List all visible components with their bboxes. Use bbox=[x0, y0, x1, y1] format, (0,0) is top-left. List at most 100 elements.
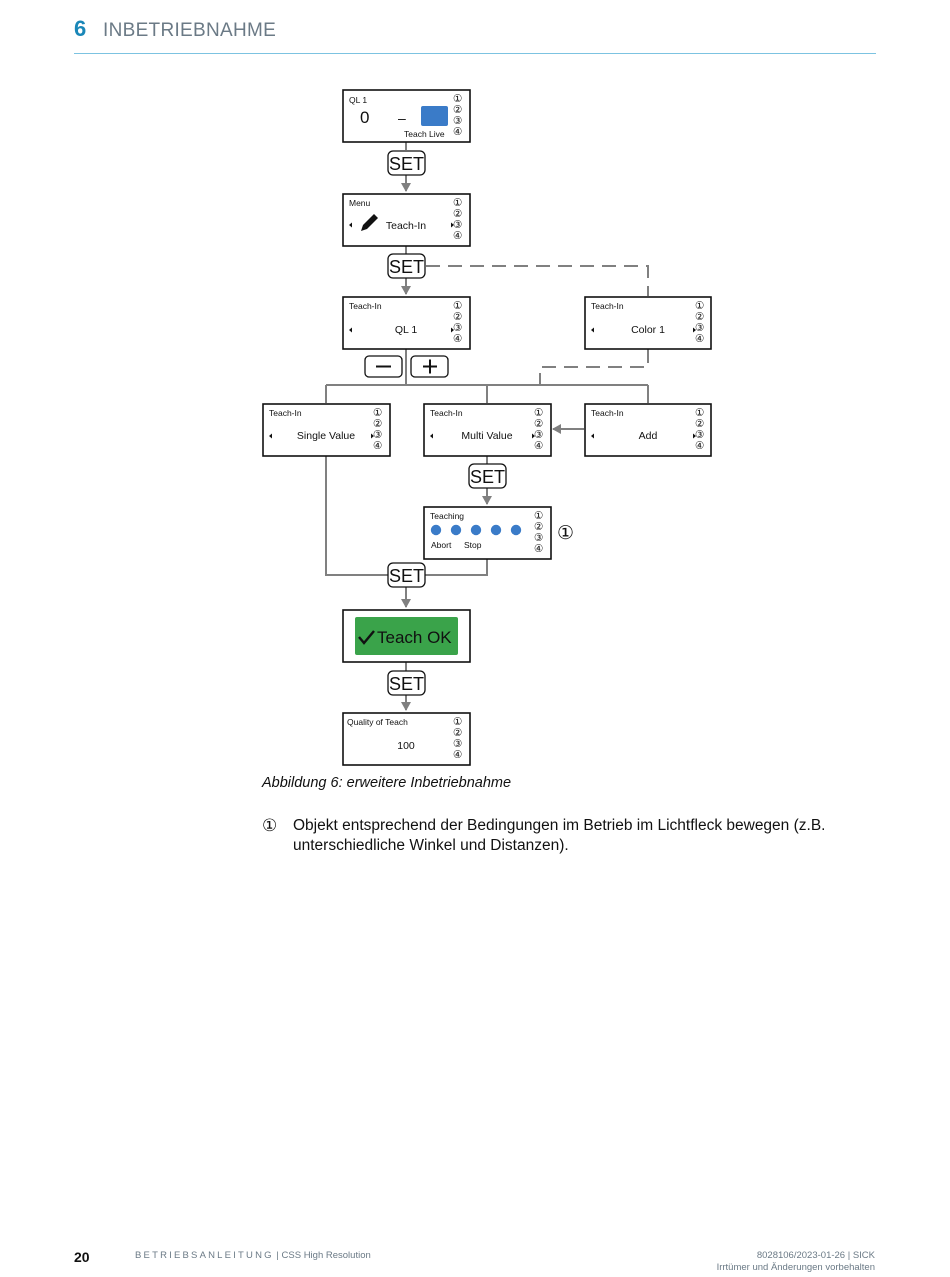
set-button[interactable]: SET bbox=[387, 150, 426, 176]
disclaimer: Irrtümer und Änderungen vorbehalten bbox=[716, 1262, 875, 1273]
display-title: Teach-In bbox=[349, 301, 382, 311]
page-header: 6 INBETRIEBNAHME bbox=[74, 16, 876, 54]
indicator-4: ④ bbox=[695, 440, 704, 452]
indicator-4: ④ bbox=[453, 333, 462, 345]
set-button[interactable]: SET bbox=[468, 463, 507, 489]
svg-text:SET: SET bbox=[389, 674, 424, 694]
display-value: Add bbox=[639, 430, 658, 442]
display-title: Menu bbox=[349, 198, 371, 208]
arrow-left-icon bbox=[349, 327, 352, 333]
indicator-2: ② bbox=[453, 727, 462, 739]
indicator-3: ③ bbox=[453, 322, 462, 334]
page-number: 20 bbox=[74, 1249, 90, 1265]
display-teachin-add: Teach-In Add ① ② ③ ④ bbox=[584, 403, 712, 457]
indicator-3: ③ bbox=[695, 429, 704, 441]
display-teachin-color: Teach-In Color 1 ① ② ③ ④ bbox=[584, 296, 712, 350]
progress-dot bbox=[510, 524, 522, 536]
display-value: 100 bbox=[397, 740, 415, 752]
checkmark-icon bbox=[358, 630, 375, 645]
indicator-1: ① bbox=[534, 407, 543, 419]
display-teachin-single-value: Teach-In Single Value ① ② ③ ④ bbox=[262, 403, 391, 457]
indicator-3: ③ bbox=[695, 322, 704, 334]
indicator-3: ③ bbox=[453, 738, 462, 750]
product-name: CSS High Resolution bbox=[281, 1250, 371, 1261]
display-title: Quality of Teach bbox=[347, 717, 408, 727]
display-value: Teach-In bbox=[386, 220, 426, 232]
display-teachin-multi-value: Teach-In Multi Value ① ② ③ ④ bbox=[423, 403, 552, 457]
signal-level-bar bbox=[421, 106, 448, 126]
display-menu: Menu Teach-In ① ② ③ ④ bbox=[342, 193, 471, 247]
progress-dot bbox=[470, 524, 482, 536]
display-title: QL 1 bbox=[349, 95, 367, 105]
indicator-2: ② bbox=[453, 208, 462, 220]
abort-label: Abort bbox=[431, 540, 452, 550]
svg-text:SET: SET bbox=[389, 154, 424, 174]
teach-ok-label: Teach OK bbox=[377, 628, 452, 647]
legend-text: Objekt entsprechend der Bedingungen im B… bbox=[293, 817, 826, 854]
display-value: QL 1 bbox=[395, 324, 418, 336]
indicator-4: ④ bbox=[695, 333, 704, 345]
chapter-title: INBETRIEBNAHME bbox=[103, 20, 277, 41]
arrow-right-icon bbox=[532, 433, 535, 439]
minus-button[interactable] bbox=[364, 355, 403, 378]
progress-dot bbox=[430, 524, 442, 536]
set-button[interactable]: SET bbox=[387, 253, 426, 279]
display-footer: Teach Live bbox=[404, 129, 445, 139]
indicator-1: ① bbox=[453, 93, 462, 105]
display-value: 0 bbox=[360, 108, 369, 127]
display-title: Teaching bbox=[430, 511, 464, 521]
indicator-2: ② bbox=[453, 104, 462, 116]
display-value: Multi Value bbox=[461, 430, 512, 442]
display-value: Single Value bbox=[297, 430, 355, 442]
footer-document-info: BETRIEBSANLEITUNG | CSS High Resolution bbox=[135, 1250, 371, 1261]
indicator-4: ④ bbox=[453, 126, 462, 138]
indicator-4: ④ bbox=[453, 230, 462, 242]
indicator-1: ① bbox=[453, 716, 462, 728]
arrow-left-icon bbox=[430, 433, 433, 439]
indicator-1: ① bbox=[695, 300, 704, 312]
indicator-4: ④ bbox=[534, 543, 543, 555]
svg-text:SET: SET bbox=[389, 257, 424, 277]
progress-dots bbox=[430, 524, 522, 536]
document-id: 8028106/2023-01-26 | SICK bbox=[756, 1250, 875, 1261]
indicator-4: ④ bbox=[373, 440, 382, 452]
svg-text:SET: SET bbox=[470, 467, 505, 487]
teach-ok-badge bbox=[355, 617, 458, 655]
connector-line bbox=[425, 559, 488, 576]
display-teachin-ql1: Teach-In QL 1 ① ② ③ ④ bbox=[342, 296, 471, 350]
set-button[interactable]: SET bbox=[387, 562, 426, 588]
display-value: Color 1 bbox=[631, 324, 665, 336]
pencil-icon bbox=[361, 214, 378, 231]
svg-text:SET: SET bbox=[389, 566, 424, 586]
indicator-1: ① bbox=[695, 407, 704, 419]
indicator-4: ④ bbox=[453, 749, 462, 761]
arrow-right-icon bbox=[371, 433, 374, 439]
arrow-left-icon bbox=[349, 222, 352, 228]
indicator-2: ② bbox=[534, 521, 543, 533]
display-teach-ok: Teach OK bbox=[342, 609, 471, 663]
dashed-connector bbox=[539, 349, 649, 385]
indicator-3: ③ bbox=[373, 429, 382, 441]
indicator-2: ② bbox=[695, 418, 704, 430]
indicator-3: ③ bbox=[453, 219, 462, 231]
dashed-connector bbox=[426, 265, 649, 296]
set-button[interactable]: SET bbox=[387, 670, 426, 696]
connectors bbox=[325, 142, 649, 711]
indicator-1: ① bbox=[534, 510, 543, 522]
display-title: Teach-In bbox=[269, 408, 302, 418]
arrow-right-icon bbox=[693, 327, 696, 333]
display-dash: – bbox=[398, 110, 406, 126]
indicator-1: ① bbox=[373, 407, 382, 419]
indicator-2: ② bbox=[695, 311, 704, 323]
arrow-right-icon bbox=[693, 433, 696, 439]
arrow-left-icon bbox=[269, 433, 272, 439]
display-title: Teach-In bbox=[430, 408, 463, 418]
display-quality-of-teach: Quality of Teach 100 ① ② ③ ④ bbox=[342, 712, 471, 766]
legend-marker: ① bbox=[262, 816, 278, 836]
stop-label: Stop bbox=[464, 540, 482, 550]
indicator-2: ② bbox=[453, 311, 462, 323]
footer-right: 8028106/2023-01-26 | SICK Irrtümer und Ä… bbox=[717, 1250, 875, 1274]
connector-line bbox=[325, 456, 388, 576]
progress-dot bbox=[450, 524, 462, 536]
plus-button[interactable] bbox=[410, 355, 449, 378]
